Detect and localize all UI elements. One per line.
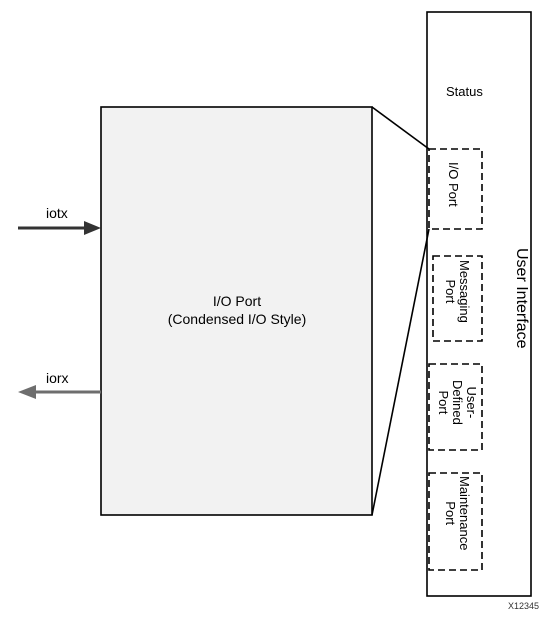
iorx-arrow-head xyxy=(18,385,36,399)
port-label-messaging: Messaging Port xyxy=(443,260,472,323)
connector-bottom xyxy=(371,228,430,516)
iotx-label: iotx xyxy=(46,205,68,221)
port-label-io: I/O Port xyxy=(446,162,461,207)
port-label-maintenance: Maintenance Port xyxy=(443,476,472,551)
io-port-block xyxy=(100,106,373,516)
io-port-label: I/O Port (Condensed I/O Style) xyxy=(102,292,372,328)
figure-id: X12345 xyxy=(508,601,540,611)
status-label: Status xyxy=(446,84,483,99)
port-label-user-defined: User- Defined Port xyxy=(436,380,479,425)
port-box-user-defined xyxy=(428,363,483,451)
iorx-label: iorx xyxy=(46,370,69,386)
port-box-messaging xyxy=(432,255,483,342)
io-port-subtitle: (Condensed I/O Style) xyxy=(167,311,307,327)
connector-top xyxy=(371,106,430,150)
user-interface-title: User Interface xyxy=(513,248,530,349)
iotx-arrow-head xyxy=(84,221,101,235)
port-box-io xyxy=(428,148,483,230)
port-box-maintenance xyxy=(428,472,483,571)
io-port-title: I/O Port xyxy=(212,293,262,309)
